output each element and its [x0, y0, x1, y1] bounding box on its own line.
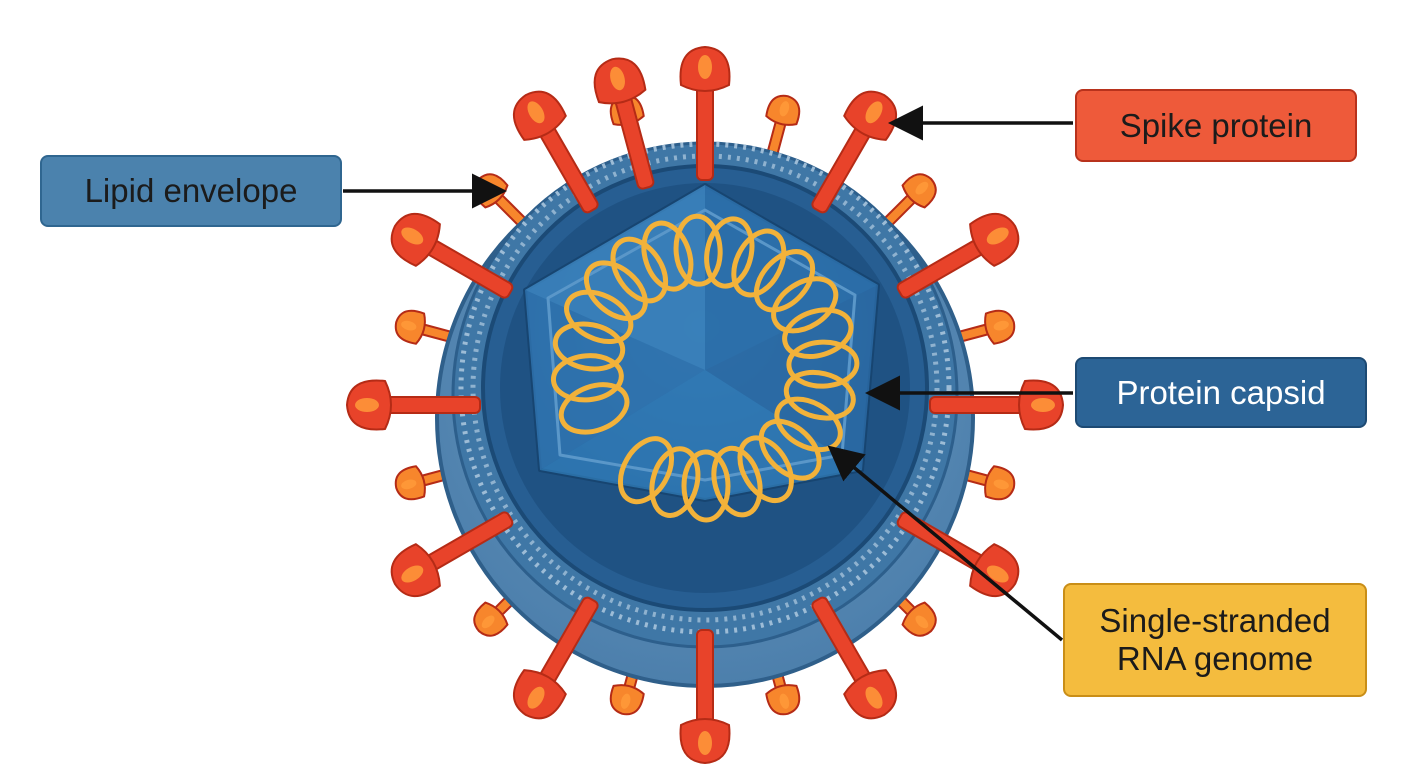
- rna-coil-loop: [753, 249, 816, 313]
- rna-coil-loop: [783, 369, 856, 421]
- rna-coil-loop: [617, 436, 675, 505]
- rna-coil-loop: [564, 289, 634, 345]
- spike-protein-large: [512, 90, 599, 214]
- rna-coil-loop: [774, 396, 843, 453]
- rna-coil-loop: [610, 236, 669, 304]
- rna-genome-text: Single-stranded RNA genome: [1099, 602, 1331, 677]
- rna-genome-label: Single-stranded RNA genome: [1063, 583, 1367, 697]
- spike-protein-large: [345, 379, 481, 431]
- spike-proteins: [345, 45, 1065, 765]
- rna-coil-loop: [711, 445, 763, 518]
- protein-capsid-text: Protein capsid: [1116, 373, 1326, 411]
- lipid-envelope-label: Lipid envelope: [40, 155, 342, 227]
- rna-coil-loop: [771, 276, 839, 334]
- rna-coil-loop: [731, 228, 787, 298]
- spike-protein-large: [593, 57, 655, 190]
- spike-protein-large: [896, 212, 1020, 299]
- rna-coil-loop: [649, 446, 701, 518]
- spike-protein-large: [390, 212, 514, 299]
- spike-protein-text: Spike protein: [1119, 106, 1313, 144]
- spike-protein-large: [390, 511, 514, 598]
- protein-capsid-label: Protein capsid: [1075, 357, 1367, 428]
- rna-genome: [550, 213, 860, 523]
- spike-protein-label: Spike protein: [1075, 89, 1357, 162]
- rna-coil-loop: [583, 260, 648, 322]
- rna-coil-loop: [550, 353, 624, 403]
- rna-coil-loop: [704, 216, 755, 289]
- rna-coil-loop: [786, 339, 860, 389]
- spike-protein-small: [868, 173, 937, 242]
- spike-protein-large: [811, 90, 898, 214]
- lipid-envelope-text: Lipid envelope: [84, 172, 298, 210]
- rna-coil-loop: [641, 220, 694, 292]
- spike-protein-large: [679, 629, 731, 765]
- pointer-arrows: [343, 105, 1073, 642]
- rna-coil-loop: [737, 435, 794, 503]
- spike-protein-large: [679, 45, 731, 181]
- spike-protein-large: [811, 596, 898, 720]
- arrow-rna-genome: [827, 445, 1064, 642]
- rna-coil-loop: [758, 418, 822, 481]
- rna-coil-loop: [673, 213, 723, 287]
- rna-coil-loop: [782, 307, 854, 359]
- rna-coil-loop: [558, 382, 630, 435]
- spike-protein-large: [512, 596, 599, 720]
- rna-coil-loop: [552, 321, 626, 372]
- rna-coil-loop: [681, 449, 731, 523]
